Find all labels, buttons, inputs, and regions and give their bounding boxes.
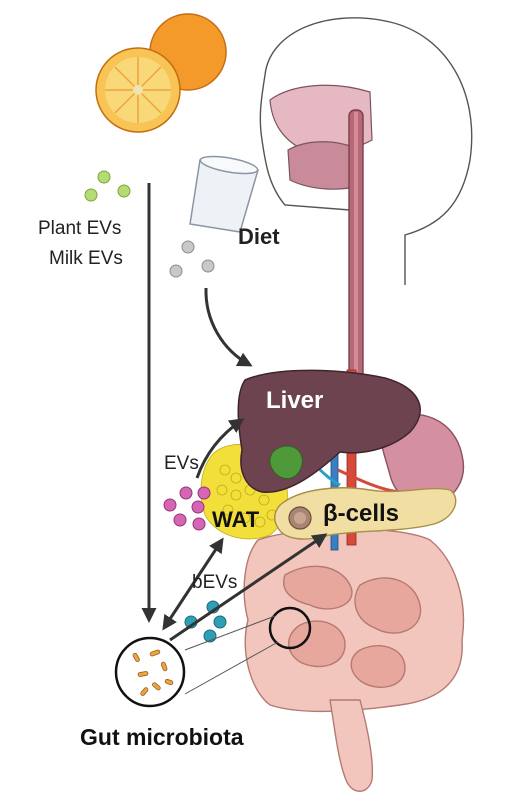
intestine [243, 528, 465, 792]
label-gut-microbiota: Gut microbiota [80, 724, 244, 750]
plant-ev-dots [84, 170, 131, 202]
zoom-line-bottom [184, 641, 279, 695]
head-outline [259, 17, 473, 285]
label-diet: Diet [238, 224, 280, 249]
label-evs: EVs [164, 453, 199, 474]
diet-arrow [204, 287, 253, 367]
adipose-ev-dots [163, 486, 211, 531]
gallbladder [269, 445, 303, 480]
wat-gut-arrow [162, 537, 224, 631]
label-liver: Liver [266, 387, 324, 414]
gut-to-beta-arrow [169, 533, 328, 642]
evs-to-liver-arrow [195, 418, 245, 479]
gut-microbiota-icon [114, 636, 186, 708]
zoom-line-top [184, 615, 276, 651]
pancreas [274, 487, 457, 540]
label-plant-evs: Plant EVs [38, 218, 122, 239]
label-beta-cells: β-cells [323, 500, 400, 527]
label-milk-evs: Milk EVs [49, 248, 123, 269]
label-bevs: bEVs [192, 572, 238, 593]
orange-icon [95, 13, 227, 133]
label-wat: WAT [212, 507, 260, 532]
milk-glass-icon [189, 155, 259, 233]
gut-zoom-circle [268, 606, 312, 650]
milk-ev-dots [169, 240, 215, 278]
